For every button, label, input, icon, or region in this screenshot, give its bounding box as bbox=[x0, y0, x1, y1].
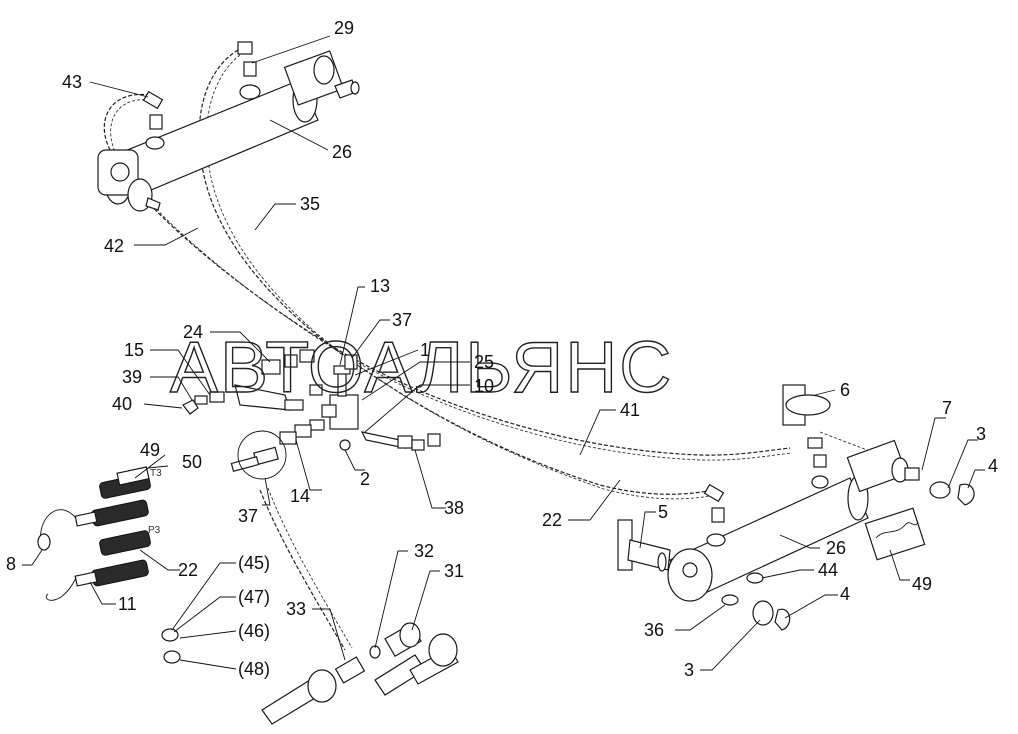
hose-33 bbox=[259, 489, 346, 651]
callout-7: 7 bbox=[942, 398, 952, 418]
callout-1: 1 bbox=[420, 340, 430, 360]
leader-lines bbox=[22, 35, 985, 671]
callout-3-right: 3 bbox=[976, 424, 986, 444]
callouts: 29 43 26 35 42 13 37 24 15 1 25 10 39 40… bbox=[6, 18, 998, 680]
detail-circle bbox=[237, 430, 287, 480]
callout-26-lower: 26 bbox=[826, 538, 846, 558]
callout-38: 38 bbox=[444, 498, 464, 518]
callout-11: 11 bbox=[118, 594, 137, 614]
valve-block bbox=[182, 349, 441, 472]
callout-37-upper: 37 bbox=[392, 310, 412, 330]
callout-33: 33 bbox=[286, 599, 306, 619]
port-label-t3: T3 bbox=[150, 468, 162, 479]
callout-48: (48) bbox=[238, 659, 270, 679]
callout-40: 40 bbox=[112, 394, 132, 414]
callout-29: 29 bbox=[334, 18, 354, 38]
quick-couplers bbox=[37, 466, 151, 601]
callout-49-left: 49 bbox=[140, 440, 160, 460]
hose-33-b bbox=[267, 487, 353, 649]
callout-10: 10 bbox=[474, 376, 494, 396]
callout-37-lower: 37 bbox=[238, 506, 258, 526]
callout-39: 39 bbox=[122, 367, 142, 387]
callout-41: 41 bbox=[620, 400, 640, 420]
port-label-p3: P3 bbox=[148, 525, 161, 536]
callout-26-upper: 26 bbox=[332, 142, 352, 162]
callout-36: 36 bbox=[644, 620, 664, 640]
callout-4-lower: 4 bbox=[840, 584, 850, 604]
callout-46: (46) bbox=[238, 621, 270, 641]
callout-14: 14 bbox=[290, 486, 310, 506]
hose-42 bbox=[103, 93, 791, 456]
upper-cylinder bbox=[97, 41, 360, 212]
lower-cylinder bbox=[617, 384, 975, 631]
callout-42: 42 bbox=[104, 236, 124, 256]
watermark: АВТОАЛЬЯНС bbox=[170, 328, 673, 408]
callout-44: 44 bbox=[818, 560, 838, 580]
callout-8: 8 bbox=[6, 554, 16, 574]
callout-15: 15 bbox=[124, 340, 144, 360]
callout-32: 32 bbox=[414, 541, 434, 561]
dash-line-r bbox=[819, 431, 881, 456]
callout-49-right: 49 bbox=[912, 574, 932, 594]
callout-22-left: 22 bbox=[178, 560, 198, 580]
callout-2: 2 bbox=[360, 469, 370, 489]
callout-5: 5 bbox=[658, 502, 668, 522]
callout-24: 24 bbox=[183, 322, 203, 342]
callout-50: 50 bbox=[182, 452, 202, 472]
callout-4-right: 4 bbox=[988, 456, 998, 476]
callout-43: 43 bbox=[62, 72, 82, 92]
hose-ends bbox=[161, 622, 459, 725]
callout-31: 31 bbox=[444, 561, 464, 581]
callout-25: 25 bbox=[474, 352, 494, 372]
callout-35: 35 bbox=[300, 194, 320, 214]
callout-22-right: 22 bbox=[542, 510, 562, 530]
callout-3-lower: 3 bbox=[684, 660, 694, 680]
hose-35 bbox=[198, 49, 713, 495]
callout-45: (45) bbox=[238, 553, 270, 573]
callout-47: (47) bbox=[238, 587, 270, 607]
callout-6: 6 bbox=[840, 380, 850, 400]
callout-13: 13 bbox=[370, 276, 390, 296]
